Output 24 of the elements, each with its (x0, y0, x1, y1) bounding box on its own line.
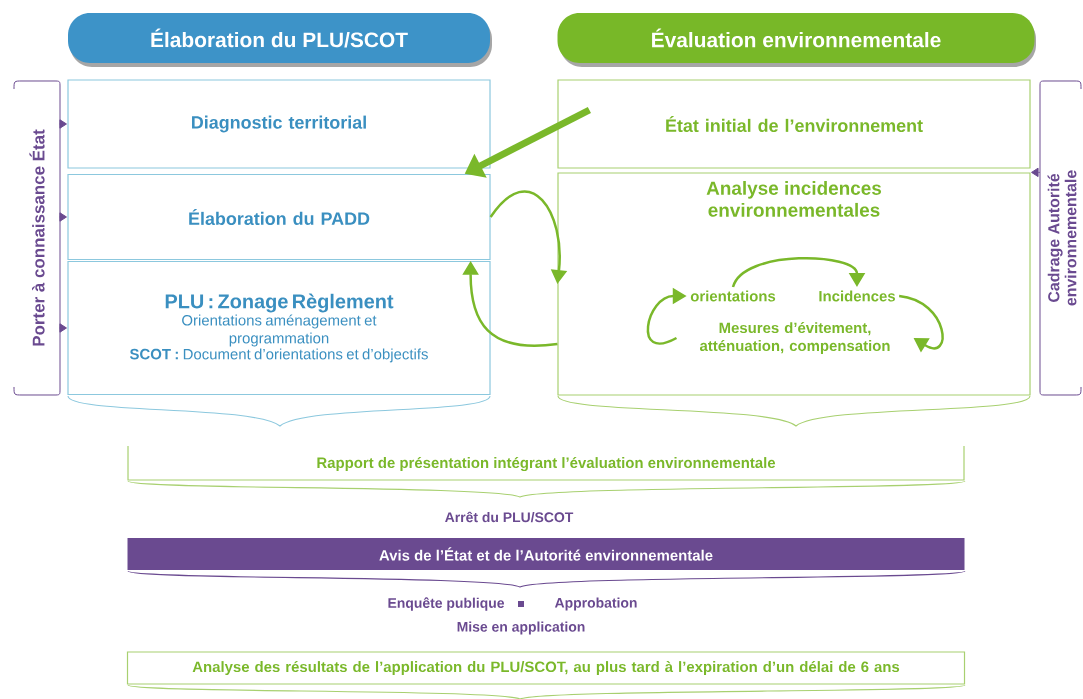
step-text: Mise en application (457, 621, 585, 635)
step-text: Approbation (554, 597, 637, 611)
step-box: PLU : Zonage Règlement Orientations aménagement et programmation SCOT : Document d’orientations et d’objectifs (67, 260, 491, 396)
step-label: orientations (690, 290, 776, 302)
step-box: Analyse des résultats de l’application du PLU/SCOT, au plus tard à l’expiration d’un délai de 6 ans (126, 651, 966, 685)
arrow (59, 323, 67, 333)
report-box: Rapport de présentation intégrant l’évaluation environnementale (127, 445, 965, 481)
bracket-label: Cadrage Autorité environnementale (1039, 80, 1082, 396)
arrow (731, 257, 866, 288)
step-label: Incidences (819, 290, 895, 302)
step-box: État initial de l’environnement (557, 79, 1031, 169)
arrow (1031, 167, 1041, 178)
header-pill: Élaboration du PLU/SCOT (68, 13, 492, 67)
header-pill: Évaluation environnementale (557, 13, 1036, 67)
arrow (898, 294, 944, 353)
step-text: Arrêt du PLU/SCOT (445, 511, 574, 523)
bracket-label: Porter à connaissance État (13, 80, 61, 396)
step-text: Enquête publique (388, 597, 505, 611)
step-box: Élaboration du PADD (67, 173, 491, 261)
step-box: Diagnostic territorial (67, 79, 491, 169)
step-label: Mesures d’évitement, atténuation, compensation (699, 322, 890, 354)
arrow (59, 212, 67, 222)
banner-bar: Avis de l’État et de l’Autorité environnementale (127, 538, 965, 570)
arrow (59, 119, 67, 129)
